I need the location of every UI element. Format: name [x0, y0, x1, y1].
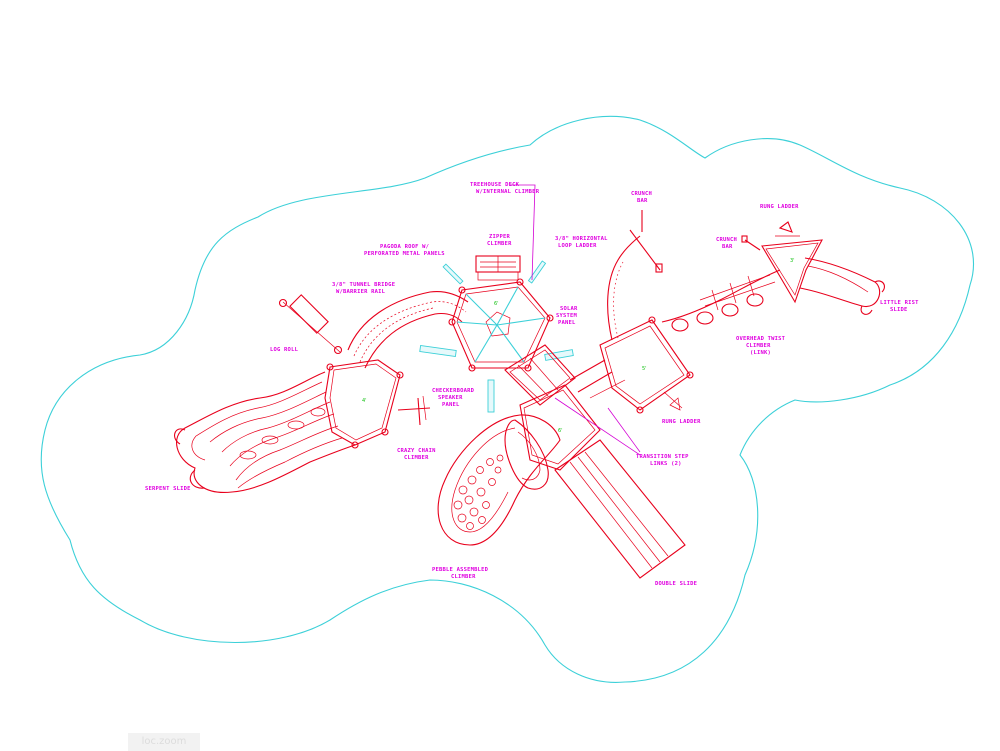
label-solar-system-sub2: PANEL: [558, 320, 576, 326]
label-checkerboard-panel: CHECKERBOARD: [432, 388, 475, 394]
label-crazy-chain: CRAZY CHAIN: [397, 448, 436, 454]
serpent-slide: [174, 371, 356, 493]
label-tunnel-bridge: 3/8" TUNNEL BRIDGE: [332, 282, 395, 288]
label-treehouse-deck-sub: W/INTERNAL CLIMBER: [476, 189, 540, 195]
label-little-rist-slide: LITTLE RIST: [880, 300, 919, 306]
label-solar-system-sub: SYSTEM: [556, 313, 578, 319]
rung-ladder: [663, 391, 683, 411]
log-roll: [278, 294, 343, 355]
deck-center-lower: 6': [519, 384, 601, 471]
deck-height-label: 5': [642, 366, 647, 372]
annotation-labels: TREEHOUSE DECK W/INTERNAL CLIMBER ZIPPER…: [145, 182, 919, 587]
little-rist-slide: 3': [741, 221, 885, 315]
label-overhead-twist-sub: CLIMBER: [746, 343, 771, 349]
label-crunch-bar-top: CRUNCH: [631, 191, 652, 197]
pagoda-deck: 6': [451, 281, 551, 369]
label-crunch-bar-right-sub: BAR: [722, 244, 733, 250]
label-crazy-chain-sub: CLIMBER: [404, 455, 429, 461]
label-crunch-bar-right: CRUNCH: [716, 237, 737, 243]
deck-height-label: 6': [494, 301, 499, 307]
pebble-climber: [437, 414, 561, 546]
tunnel-bridge: [347, 291, 469, 369]
label-pagoda-roof-sub: PERFORATED METAL PANELS: [364, 251, 445, 257]
deck-height-label: 4': [362, 398, 367, 404]
deck-right: 5': [569, 316, 694, 414]
label-loop-ladder: 3/8" HORIZONTAL: [555, 236, 608, 242]
label-transition-step: TRANSITION STEP: [636, 454, 689, 460]
deck-posts: [326, 278, 554, 449]
safety-zone-boundary: [40, 115, 975, 683]
crunch-bar: [607, 210, 663, 341]
overhead-twist-climber: [661, 269, 781, 332]
watermark: loc.zoom: [128, 733, 200, 751]
leader-lines: [510, 184, 641, 456]
crazy-chain-climber: [397, 395, 431, 426]
label-zipper-climber: ZIPPER: [489, 234, 511, 240]
label-serpent-slide: SERPENT SLIDE: [145, 486, 191, 492]
label-zipper-climber-sub: CLIMBER: [487, 241, 512, 247]
label-pebble-climber: PEBBLE ASSEMBLED: [432, 567, 489, 573]
label-crunch-bar-top-sub: BAR: [637, 198, 648, 204]
label-pebble-climber-sub: CLIMBER: [451, 574, 476, 580]
deck-left: 4': [324, 359, 401, 446]
label-transition-step-sub: LINKS (2): [650, 461, 682, 467]
label-tunnel-bridge-sub: W/BARRIER RAIL: [336, 289, 386, 295]
label-rung-ladder-right: RUNG LADDER: [662, 419, 701, 425]
deck-height-label: 6': [558, 428, 563, 434]
label-log-roll: LOG ROLL: [270, 347, 299, 353]
zipper-climber: [475, 255, 521, 281]
label-checkerboard-panel-sub2: PANEL: [442, 402, 460, 408]
deck-link-walkway: [504, 344, 576, 406]
label-double-slide: DOUBLE SLIDE: [655, 581, 697, 587]
label-checkerboard-panel-sub: SPEAKER: [438, 395, 463, 401]
label-loop-ladder-sub: LOOP LADDER: [558, 243, 597, 249]
label-solar-system: SOLAR: [560, 306, 578, 312]
label-treehouse-deck: TREEHOUSE DECK: [470, 182, 520, 188]
label-overhead-twist: OVERHEAD TWIST: [736, 336, 786, 342]
label-overhead-twist-sub2: (LINK): [750, 350, 771, 356]
label-little-rist-slide-sub: SLIDE: [890, 307, 908, 313]
label-rung-ladder-top: RUNG LADDER: [760, 204, 799, 210]
double-slide: [554, 439, 686, 579]
deck-height-label: 3': [790, 258, 795, 264]
label-pagoda-roof: PAGODA ROOF W/: [380, 244, 430, 250]
